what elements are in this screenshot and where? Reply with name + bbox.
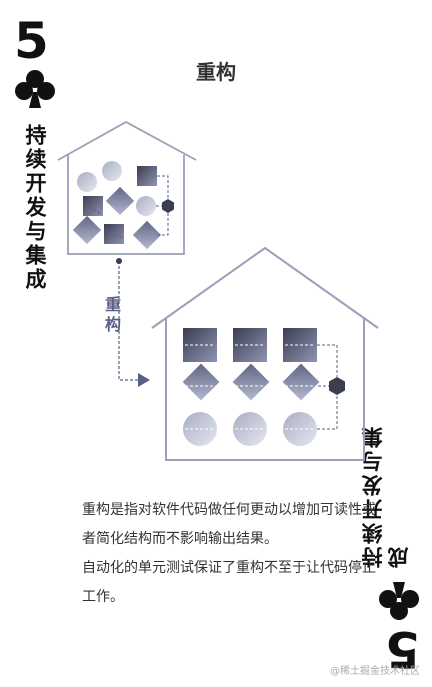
card-topic-top: 持续开发与集成 xyxy=(23,124,47,292)
club-icon xyxy=(15,70,55,108)
club-icon xyxy=(379,582,419,620)
house-before xyxy=(57,120,197,255)
refactoring-diagram xyxy=(57,120,379,461)
description-line-2: 自动化的单元测试保证了重构不至于让代码停止工作。 xyxy=(82,560,376,605)
card-rank-top: 5 xyxy=(14,12,49,70)
description-line-1: 重构是指对软件代码做任何更动以增加可读性或者简化结构而不影响输出结果。 xyxy=(82,502,376,547)
card-corner-bottom: 5 持续开发与集成 xyxy=(361,404,420,678)
clean-code-blocks xyxy=(182,328,345,446)
messy-code-blocks xyxy=(72,161,174,250)
page-title: 重构 xyxy=(196,60,236,84)
refactor-arrow xyxy=(118,261,138,381)
watermark: @稀土掘金技术社区 xyxy=(330,666,420,677)
description: 重构是指对软件代码做任何更动以增加可读性或者简化结构而不影响输出结果。 自动化的… xyxy=(82,496,382,612)
refactor-label: 重构 xyxy=(102,296,121,336)
house-after xyxy=(151,246,379,461)
